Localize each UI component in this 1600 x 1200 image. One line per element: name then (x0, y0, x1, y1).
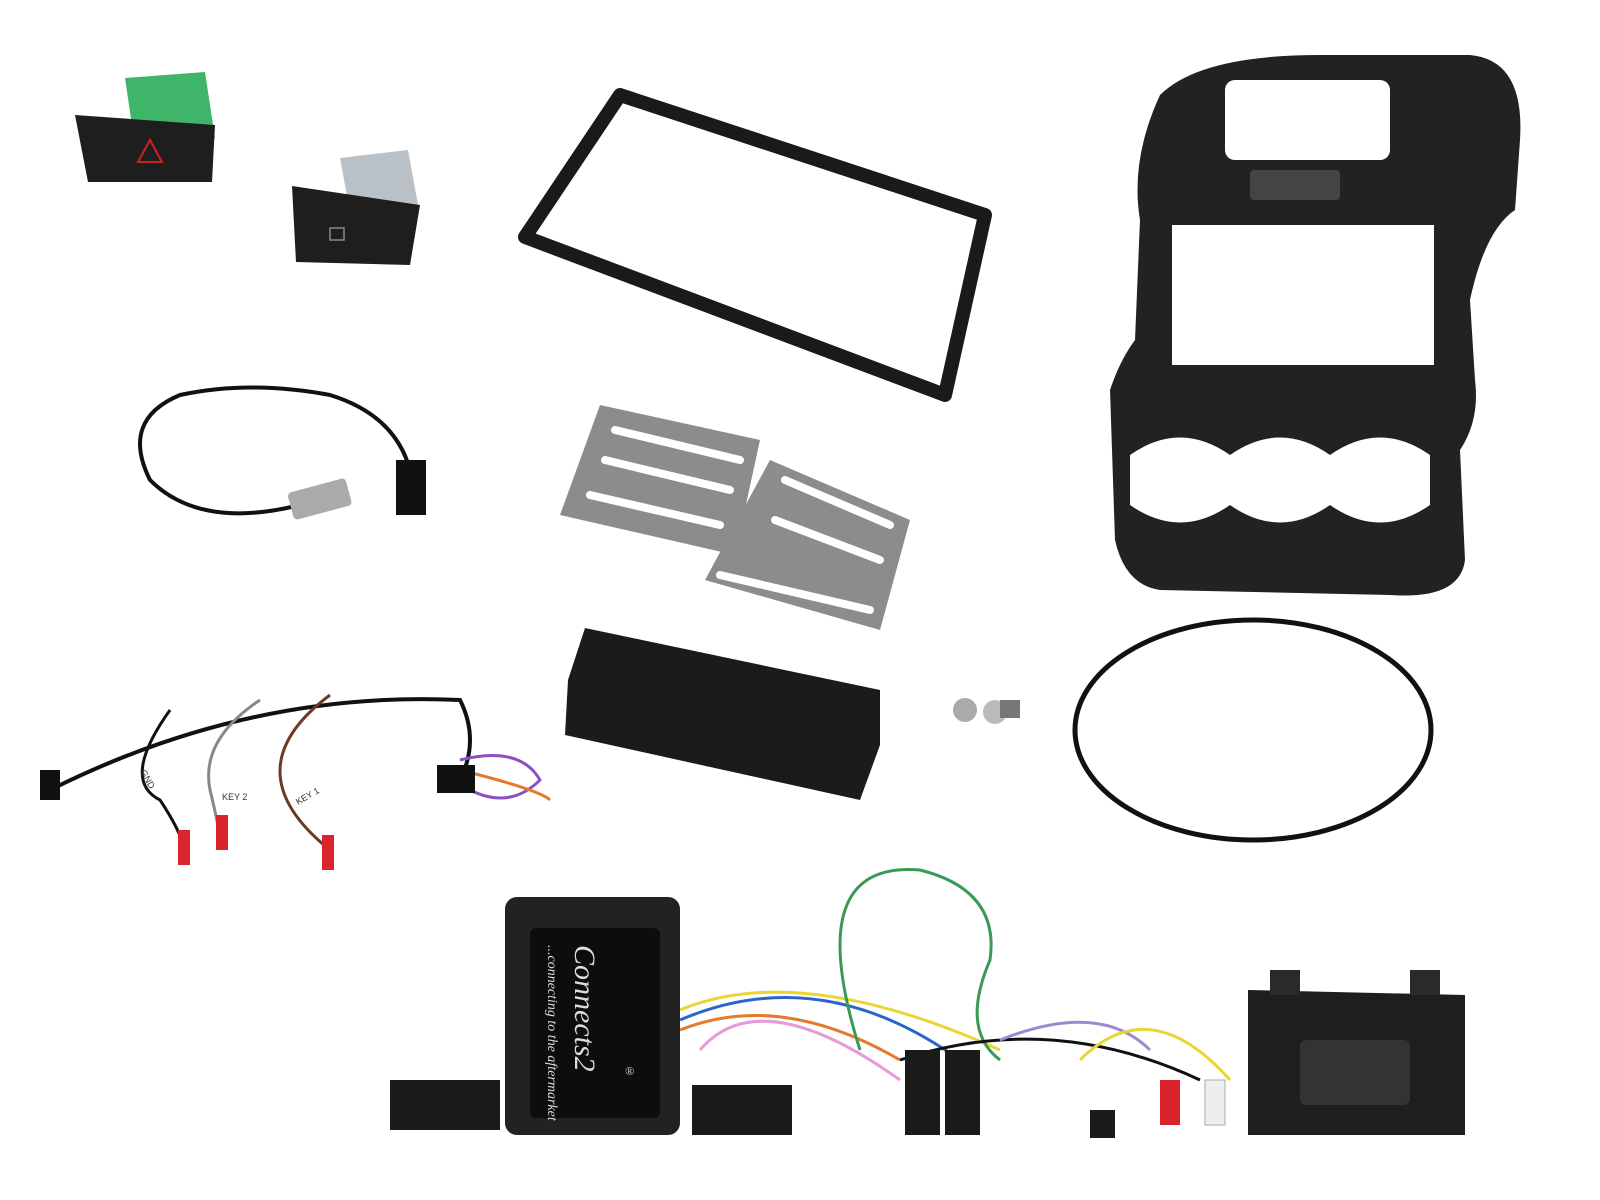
connector-plug (390, 1080, 500, 1130)
label-gnd: GND (138, 768, 157, 791)
registered-mark: ® (625, 1064, 634, 1078)
iso-plug (905, 1050, 940, 1135)
iso-plug (945, 1050, 980, 1135)
window-icon (329, 227, 345, 241)
cover-plate (565, 628, 880, 800)
dash-fascia-panel (1110, 55, 1521, 596)
bullet-connector (216, 815, 228, 850)
window-switch (292, 150, 420, 265)
connector-plug (1090, 1110, 1115, 1138)
can-bus-module (1248, 970, 1465, 1135)
hazard-triangle-icon (136, 137, 164, 163)
label-key1: KEY 1 (294, 785, 321, 806)
antenna-adapter (138, 385, 426, 520)
double-din-surround (518, 88, 992, 402)
bullet-connector (322, 835, 334, 870)
rca-white (1204, 1079, 1226, 1126)
bullet-connector (178, 830, 190, 865)
brand-logo: Connects2 (568, 945, 601, 1072)
harness-wires (679, 868, 1232, 1082)
label-key2: KEY 2 (222, 792, 247, 802)
hazard-switch (75, 72, 215, 182)
connects2-interface-box: ...connecting to the aftermarket Connect… (505, 897, 680, 1135)
steering-key-lead: GND KEY 2 KEY 1 (40, 693, 552, 870)
tagline: ...connecting to the aftermarket (544, 945, 559, 1122)
switch-bezel (292, 186, 420, 265)
mounting-brackets (560, 405, 910, 630)
harness-connectors (390, 1050, 1226, 1138)
rca-red (1160, 1080, 1180, 1125)
rubber-band-ring (1072, 617, 1434, 843)
screws (953, 698, 1020, 724)
iso-plug (692, 1085, 792, 1135)
